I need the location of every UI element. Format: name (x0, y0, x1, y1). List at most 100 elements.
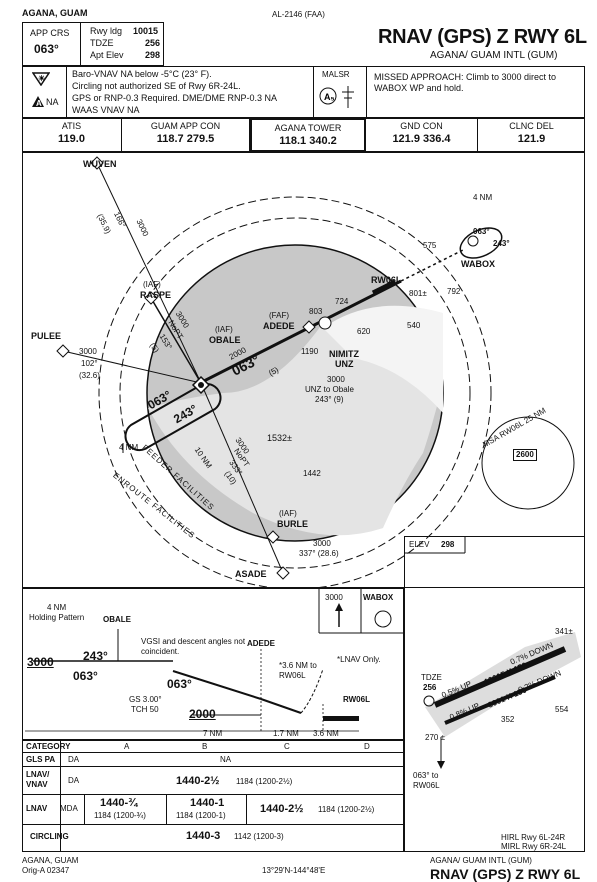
gls-pa-type: DA (68, 755, 80, 764)
wabox-hold (459, 227, 503, 259)
fix-label-asade: ASADE (235, 569, 267, 579)
app-crs-value: 063° (34, 42, 59, 56)
obstacle-diag: 554 (555, 705, 569, 714)
cat-c: C (284, 742, 290, 751)
fix-raspe (144, 291, 158, 305)
fix-wuven (90, 156, 104, 170)
asade-crs: 337° (28.6) (299, 549, 339, 558)
fix-burle (266, 530, 280, 544)
profile-alt-2000: 2000 (189, 707, 216, 721)
note-line: WAAS VNAV NA (72, 105, 140, 115)
runway-6l-24r (433, 646, 567, 708)
profile-ma-alt: 3000 (325, 593, 343, 602)
lnav-mda-b: 1440-1 (190, 797, 225, 809)
lnav-haa-b: 1184 (1200-1) (176, 811, 226, 820)
asade-alt: 3000 (313, 539, 331, 548)
tdze-value: 256 (145, 38, 161, 48)
fix-obale (191, 375, 211, 395)
profile-view: 4 NM Holding Pattern OBALE 3000 243° 063… (22, 588, 404, 740)
profile-obale: OBALE (103, 615, 131, 624)
note-line: GPS or RNP-0.3 Required. DME/DME RNP-0.3… (72, 93, 278, 103)
circling-haa: 1142 (1200-3) (234, 832, 284, 841)
lnav-haa-cd: 1184 (1200-2½) (318, 805, 375, 814)
unz-crs: 243° (9) (315, 395, 344, 404)
lnav-haa-a: 1184 (1200-¾) (94, 811, 146, 820)
profile-seg-3: 3.6 NM (313, 729, 339, 738)
fix-nimitz (318, 316, 332, 330)
lighting-note: MIRL Rwy 6R-24L (501, 842, 567, 851)
cat-d: D (364, 742, 370, 751)
profile-crs-063a: 063° (73, 669, 98, 683)
airport-beacon-icon (423, 695, 435, 707)
airport-name: AGANA/ GUAM INTL (GUM) (430, 50, 558, 61)
elev-label: ELEV (409, 540, 430, 549)
malsr-label: MALSR (322, 70, 350, 79)
fix-label-nimitz: NIMITZ (329, 349, 359, 359)
missed-approach-text: MISSED APPROACH: Climb to 3000 direct to… (374, 72, 557, 93)
footer-orig: Orig-A 02347 (22, 866, 70, 875)
obstacle-diag: 341± (555, 627, 573, 636)
gls-pa-value: NA (220, 755, 232, 764)
minimums-table (22, 740, 404, 852)
svg-text:A: A (36, 99, 42, 108)
cat-a: A (124, 742, 130, 751)
airport-diagram: ELEV 298 TDZE 256 270 ± 063° to RW06L 34… (404, 536, 585, 852)
obale-hold (124, 382, 222, 452)
obstacle-elev: 801± (409, 289, 427, 298)
header-location: AGANA, GUAM (22, 8, 88, 18)
obstacle-elev: 792 (447, 287, 461, 296)
na-label: NA (46, 97, 59, 107)
obstacle-elev: 724 (335, 297, 349, 306)
app-crs-label: APP CRS (30, 28, 70, 38)
fix-adede (302, 320, 316, 334)
profile-hold-title: 4 NM (47, 603, 67, 612)
lnav-vnav-label: LNAV/ VNAV (26, 770, 50, 789)
svg-text:☀: ☀ (38, 74, 45, 83)
tdze-value-diag: 256 (423, 683, 437, 692)
note-line: Baro-VNAV NA below -5°C (23° F). (72, 69, 212, 79)
wabox-out: 243° (493, 239, 510, 248)
circling-mda: 1440-3 (186, 830, 221, 842)
rwy-ldg-value: 10015 (133, 26, 159, 36)
profile-runway (323, 716, 359, 721)
crs-note: 063° to RW06L (413, 771, 440, 790)
lnav-mda-cd: 1440-2½ (260, 803, 304, 815)
obale-iaf: (IAF) (215, 325, 233, 334)
unz-alt: 3000 (327, 375, 345, 384)
circling-label: CIRCLING (30, 832, 69, 841)
runway-6r-24l (444, 675, 556, 725)
lnav-vnav-haa: 1184 (1200-2½) (236, 777, 293, 786)
runway-symbol (371, 279, 397, 296)
fix-label-wabox: WABOX (461, 259, 496, 269)
profile-tch: TCH 50 (131, 705, 159, 714)
pulee-dist: (32.6) (79, 371, 100, 380)
terrain-water (323, 305, 443, 413)
footer-location: AGANA, GUAM (22, 856, 79, 865)
profile-adede: ADEDE (247, 639, 276, 648)
category-label: CATEGORY (26, 742, 71, 751)
obstacle-elev: 620 (357, 327, 371, 336)
obstacle-elev: 803 (309, 307, 323, 316)
fix-label-pulee: PULEE (31, 331, 62, 341)
unz-to: UNZ to Obale (305, 385, 354, 394)
lighting-note: HIRL Rwy 6L-24R (501, 833, 566, 842)
footer-airport: AGANA/ GUAM INTL (GUM) (430, 856, 532, 865)
profile-dist-note: *3.6 NM to RW06L (279, 661, 317, 680)
profile-vgsi-note: VGSI and descent angles not coincident. (141, 637, 246, 656)
lnav-vnav-da: 1440-2½ (176, 775, 220, 787)
profile-hold-sub: Holding Pattern (29, 613, 85, 622)
plan-view: WUVEN 3000 166° (35.9) (IAF) RASPE 3000 … (22, 152, 585, 588)
terrain-light (148, 323, 443, 536)
profile-gs: GS 3.00° (129, 695, 162, 704)
malsr-lighting-icon: A₅ (318, 84, 358, 115)
profile-crs-243: 243° (83, 649, 108, 663)
fix-label-rw06l: RW06L (371, 275, 402, 285)
elev-value: 298 (441, 540, 455, 549)
footer-coords: 13°29'N-144°48'E (262, 866, 326, 875)
tdze2-value: 270 ± (425, 733, 445, 742)
profile-seg-1: 7 NM (203, 729, 223, 738)
